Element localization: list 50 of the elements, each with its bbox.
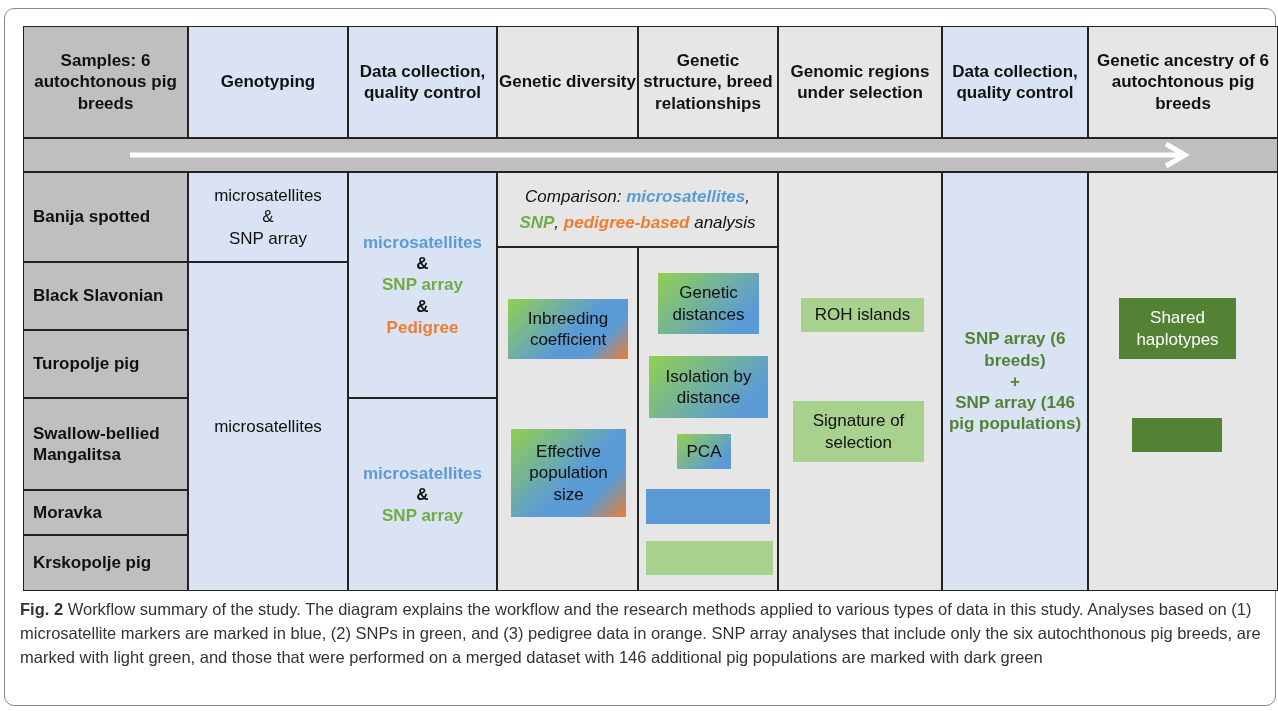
cell-text-line: + (1010, 370, 1020, 393)
method-box: Effective population size (511, 429, 626, 517)
method-column-cell (1088, 172, 1278, 591)
data-source-cell (942, 172, 1088, 591)
breed-label-cell: Swallow-bellied Mangalitsa (23, 398, 188, 490)
genotyping-cell: microsatellites (188, 262, 348, 591)
header-cell: Genetic ancestry of 6 autochtonous pig breeds (1088, 26, 1278, 138)
breed-label-cell: Krskopolje pig (23, 535, 188, 591)
cell-text-line: Pedigree (386, 316, 459, 339)
cell-text-line: & (416, 295, 429, 317)
header-cell: Samples: 6 autochtonous pig breeds (23, 26, 188, 138)
method-box: Inbreeding coefficient (508, 299, 628, 359)
breed-label-cell: Banija spotted (23, 172, 188, 262)
breed-label-cell: Moravka (23, 490, 188, 535)
method-box: Isolation by distance (649, 356, 768, 418)
cell-text-line: & (416, 483, 429, 506)
cell-text-line: & (416, 253, 429, 275)
cell-text-line: microsatellites (362, 462, 483, 484)
cell-text-line: SNP array (382, 274, 463, 296)
comparison-note-cell: Comparison: microsatellites, SNP, pedigree-based analysis (497, 172, 778, 247)
cell-text-line: SNP array (382, 505, 463, 527)
header-cell: Genomic regions under selection (778, 26, 942, 138)
method-box: ROH islands (801, 298, 924, 332)
header-cell: Data collection, quality control (348, 26, 497, 138)
method-box: Signature of selection (793, 401, 924, 462)
genotyping-cell (188, 172, 348, 262)
data-source-cell (348, 398, 497, 591)
breed-label-cell: Black Slavonian (23, 262, 188, 330)
method-box: Shared haplotypes (1119, 298, 1236, 359)
method-box (1132, 418, 1222, 452)
cell-text-line: microsatellites (214, 185, 322, 207)
cell-text-line: SNP array (228, 227, 308, 249)
data-source-cell (348, 172, 497, 398)
breed-label-cell: Turopolje pig (23, 330, 188, 398)
method-column-cell (778, 172, 942, 591)
method-box (646, 541, 773, 575)
method-box (646, 489, 770, 524)
method-column-cell (638, 247, 778, 591)
method-box: PCA (677, 434, 731, 469)
header-cell: Genetic diversity (497, 26, 638, 138)
cell-text-line: & (262, 206, 274, 228)
header-cell: Genetic structure, breed relationships (638, 26, 778, 138)
cell-text-line: SNP array (6 breeds) (963, 328, 1067, 371)
method-box: Genetic distances (658, 273, 759, 334)
header-cell: Genotyping (188, 26, 348, 138)
cell-text-line: SNP array (146 pig populations) (947, 392, 1083, 435)
figure-caption: Fig. 2 Workflow summary of the study. The diagram explains the workflow and the research methods applied to various types of data in this study. Analyses based on (1) microsatellite markers are marked in blue, (2) SNPs in green, and (3) pedigree data in orange. SNP array analyses that include only the six autochthonous pig breeds, are marked with light green, and those that were performed on a merged dataset with 146 additional pig populations are marked with dark green (20, 599, 1262, 668)
header-cell: Data collection, quality control (942, 26, 1088, 138)
method-column-cell (497, 247, 638, 591)
cell-text-line: microsatellites (362, 231, 483, 254)
